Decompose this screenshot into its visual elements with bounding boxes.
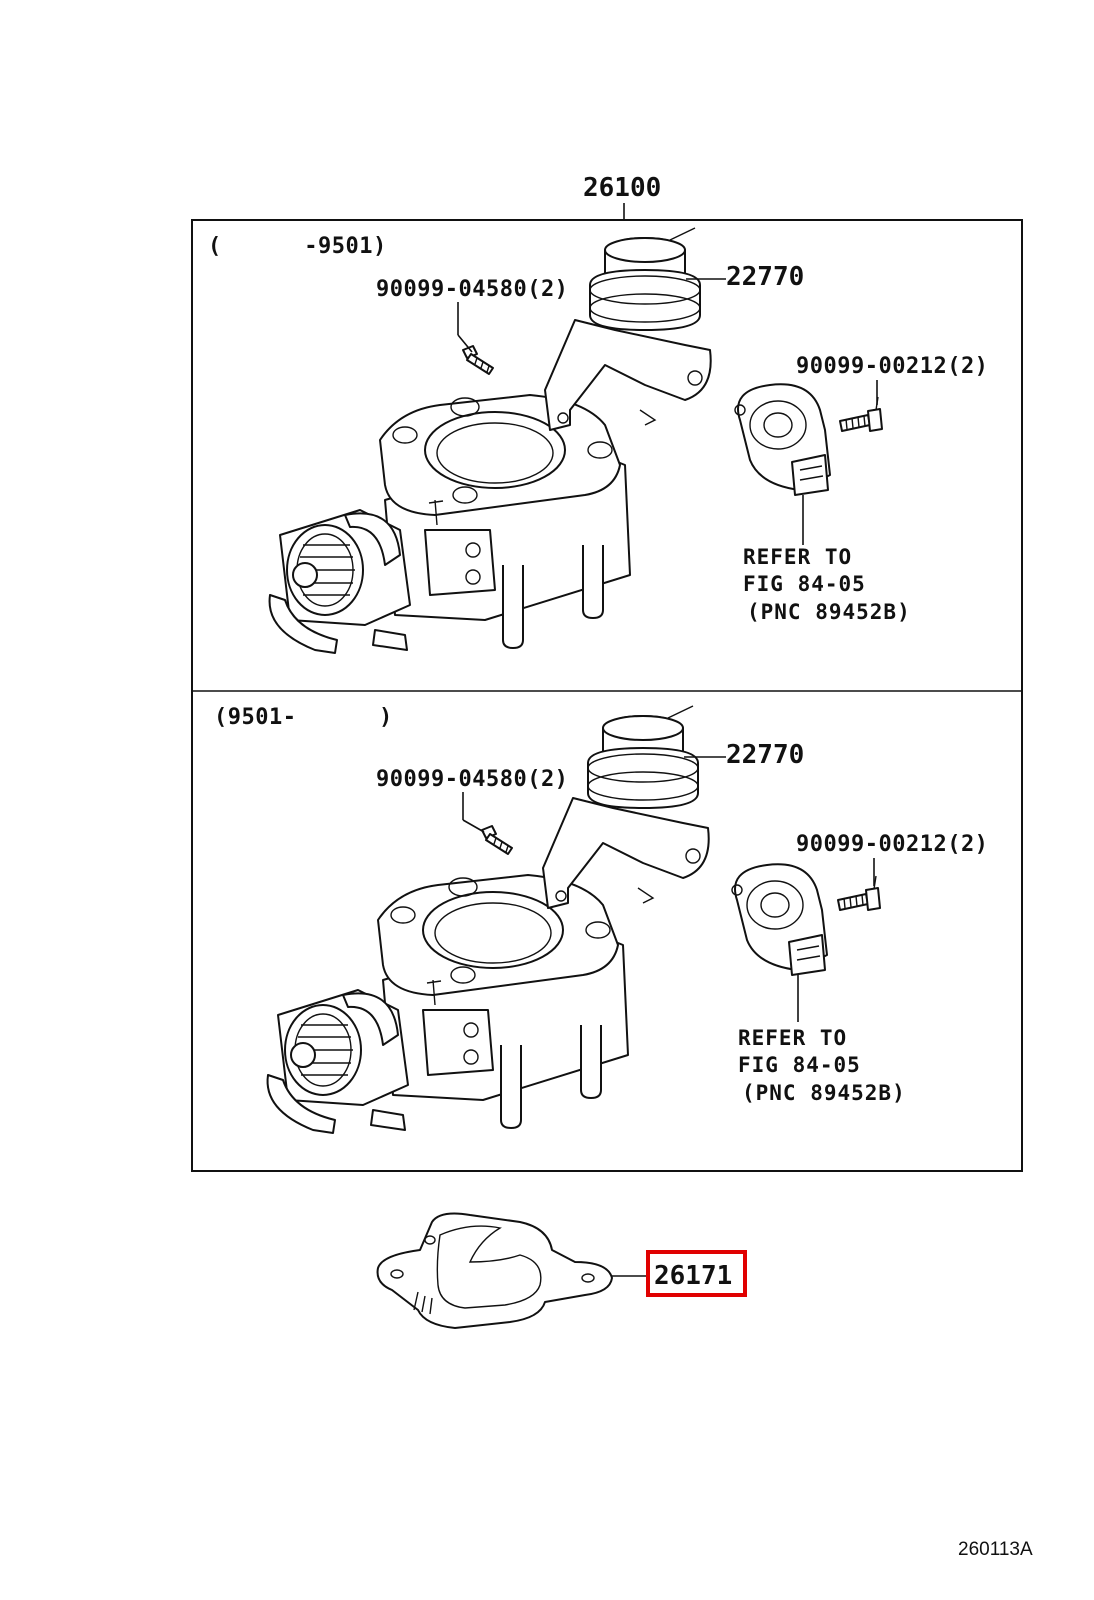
panel-top-date-range: ( -9501) (208, 234, 387, 259)
sensor-screw-drawing (839, 396, 883, 432)
refer-line-2: FIG 84-05 (743, 572, 866, 596)
gasket-drawing (376, 1212, 613, 1329)
figure-code: 260113A (958, 1539, 1033, 1560)
refer-line-2: FIG 84-05 (738, 1053, 861, 1077)
bolt-right-part-number[interactable]: 90099-00212(2) (796, 832, 988, 857)
bolt-left-part-number[interactable]: 90099-04580(2) (376, 767, 568, 792)
throttle-body-drawing (266, 874, 629, 1134)
bolt-right-part-number[interactable]: 90099-00212(2) (796, 354, 988, 379)
panel-bottom: (9501- ) 90099-04580(2) 22770 90099-0021… (214, 705, 988, 1134)
refer-line-1: REFER TO (743, 545, 852, 569)
bracket-bolt-drawing (481, 825, 513, 855)
actuator-drawing (542, 705, 710, 909)
assembly-frame (191, 219, 1023, 1172)
bracket-bolt-drawing (462, 345, 494, 375)
bolt-left-leader-2 (462, 819, 485, 833)
throttle-position-sensor-drawing (731, 863, 828, 976)
actuator-part-number[interactable]: 22770 (726, 740, 804, 770)
assembly-part-number[interactable]: 26100 (583, 173, 661, 203)
panel-top: ( -9501) 90099-04580(2) 22770 90099-0021… (208, 227, 988, 654)
gasket-part-number[interactable]: 26171 (654, 1261, 732, 1291)
actuator-part-number[interactable]: 22770 (726, 262, 804, 292)
bolt-left-part-number[interactable]: 90099-04580(2) (376, 277, 568, 302)
bolt-left-leader-2 (457, 334, 473, 353)
panel-bottom-date-range: (9501- ) (214, 705, 393, 730)
refer-line-1: REFER TO (738, 1026, 847, 1050)
throttle-position-sensor-drawing (734, 383, 831, 496)
actuator-drawing (544, 227, 712, 431)
refer-line-3: (PNC 89452B) (747, 600, 911, 624)
throttle-body-drawing (268, 394, 631, 654)
refer-line-3: (PNC 89452B) (742, 1081, 906, 1105)
gasket-highlight-box (646, 1250, 747, 1297)
